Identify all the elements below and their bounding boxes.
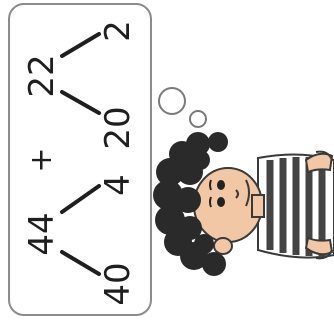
- bond-line-22-to-2: [60, 32, 101, 58]
- arms: [304, 150, 334, 260]
- bond-line-44-to-4: [60, 184, 101, 214]
- head: [193, 167, 265, 255]
- bond-line-22-to-20: [60, 90, 101, 115]
- bond-line-44-to-40: [60, 250, 101, 276]
- hair: [153, 132, 228, 276]
